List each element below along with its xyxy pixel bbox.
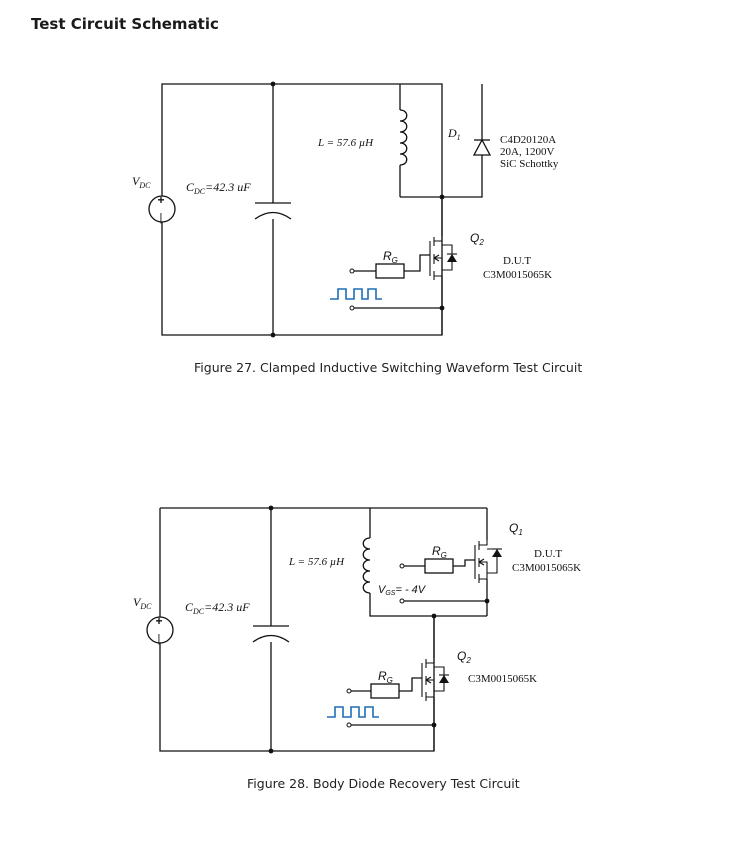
fig28-dut-label: D.U.T [534, 548, 562, 560]
figure-27-caption: Figure 27. Clamped Inductive Switching W… [194, 360, 583, 375]
fig27-diode-part: C4D20120A [500, 134, 556, 146]
fig28-q2-part: C3M0015065K [468, 673, 537, 685]
fig28-q1-body-diode-icon [492, 549, 502, 557]
fig28-q1-leads [479, 540, 488, 580]
fig27-rg-label: RG [383, 249, 398, 265]
fig27-q2-label: Q2 [470, 231, 484, 247]
fig27-inductor-coil [399, 109, 408, 166]
fig27-q2-body-diode-icon [447, 254, 457, 262]
fig27-diode-rating: 20A, 1200V [500, 146, 554, 158]
fig28-rg-top-resistor-icon [424, 558, 454, 574]
svg-text:+: + [158, 193, 165, 207]
fig27-vdc-label: VDC [132, 174, 151, 190]
fig27-q2-leads [434, 236, 443, 277]
fig28-cdc-label: CDC=42.3 uF [185, 600, 250, 616]
fig27-dut-label: D.U.T [503, 255, 531, 267]
figure-28-schematic: + | [146, 505, 502, 754]
fig27-cap-curved-plate [254, 211, 292, 220]
section-title: Test Circuit Schematic [31, 15, 219, 33]
svg-text:|: | [158, 633, 161, 645]
fig27-gate-wire [404, 254, 430, 272]
svg-text:+: + [156, 614, 163, 628]
fig28-q2-leads [426, 658, 435, 698]
fig27-q2-arrow [433, 254, 440, 262]
figure-27-labels: VDC CDC=42.3 uF L = 57.6 µH D1 C4D20120A… [132, 126, 559, 281]
figure-28-caption: Figure 28. Body Diode Recovery Test Circ… [247, 776, 520, 791]
fig28-dut-part: C3M0015065K [512, 562, 581, 574]
fig27-diode-type: SiC Schottky [500, 158, 559, 170]
fig27-pulse-icon [330, 288, 382, 300]
fig28-q1-gate-wire [453, 559, 475, 567]
fig28-rg-top-label: RG [432, 544, 447, 560]
fig28-rg-bot-resistor-icon [370, 683, 400, 699]
fig28-q1-label: Q1 [509, 521, 523, 537]
fig28-vdc-source-icon [146, 616, 174, 644]
fig27-node [270, 332, 276, 338]
fig28-q2-gate-wire [399, 677, 422, 692]
fig28-vgs-label: VGS= - 4V [378, 584, 427, 597]
fig28-inductor-coil [362, 537, 371, 594]
fig27-diode-d1-icon [472, 138, 492, 156]
fig28-rg-bot-label: RG [378, 669, 393, 685]
fig27-diode-loop [442, 84, 483, 198]
svg-text:|: | [160, 212, 163, 224]
fig28-q2-body-diode-icon [439, 675, 449, 683]
figure-27-schematic: + | [148, 81, 492, 338]
fig28-cap-curved-plate [252, 634, 290, 643]
fig27-cdc-label: CDC=42.3 uF [186, 180, 251, 196]
fig28-pulse-icon [327, 706, 379, 718]
fig27-node [270, 81, 276, 87]
fig28-vdc-label: VDC [133, 595, 152, 611]
fig27-inductor-label: L = 57.6 µH [317, 137, 374, 149]
figure-28-labels: VDC CDC=42.3 uF L = 57.6 µH Q1 RG D.U.T … [133, 521, 581, 685]
fig27-vdc-source-icon [148, 195, 176, 223]
fig28-q2-label: Q2 [457, 649, 471, 665]
fig27-d1-label: D1 [447, 126, 461, 142]
fig27-rg-resistor-icon [375, 263, 405, 279]
fig28-inductor-label: L = 57.6 µH [288, 556, 345, 568]
fig28-switch-node-wire [369, 593, 487, 617]
fig27-dut-part: C3M0015065K [483, 269, 552, 281]
